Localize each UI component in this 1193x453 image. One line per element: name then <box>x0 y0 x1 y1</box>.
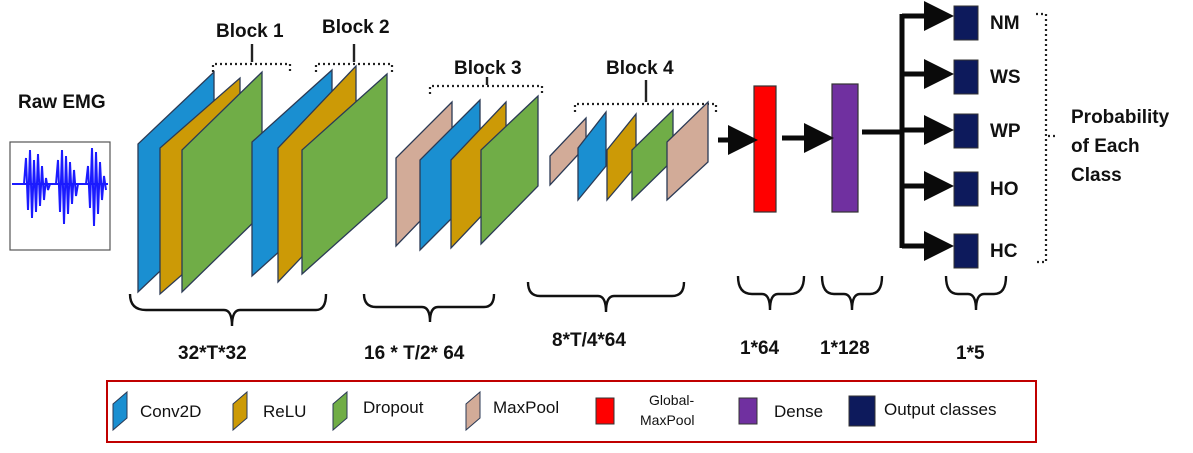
legend-relu-swatch <box>232 390 248 432</box>
class-hc-box <box>953 233 979 269</box>
block-1-dropout-layer <box>181 70 263 294</box>
global-maxpool-layer <box>753 85 777 213</box>
legend-dense-label: Dense <box>774 402 823 421</box>
block-2-layers <box>251 64 388 284</box>
class-ho-box <box>953 171 979 207</box>
dim-label-dense: 1*128 <box>820 338 870 359</box>
dense-layer <box>831 83 859 213</box>
block-4-bracket <box>573 102 718 112</box>
dim-label-block-4: 8*T/4*64 <box>552 330 626 351</box>
legend-conv2d-label: Conv2D <box>140 402 201 421</box>
emg-signal-image <box>9 141 111 251</box>
legend-relu-label: ReLU <box>263 402 306 421</box>
block-2-bracket <box>314 62 394 72</box>
legend: Conv2D ReLU Dropout MaxPool Global- MaxP… <box>106 380 1037 443</box>
block-4-dropout-layer <box>631 108 674 202</box>
dim-label-output: 1*5 <box>956 343 985 364</box>
class-wp-box <box>953 113 979 149</box>
class-ho-label: HO <box>990 179 1019 200</box>
dim-label-block-3: 16 * T/2* 64 <box>364 343 465 364</box>
probability-bracket <box>1036 12 1048 264</box>
brace-dense <box>820 275 884 311</box>
legend-border <box>106 380 1037 443</box>
block-1-label: Block 1 <box>216 21 284 42</box>
block-3-label: Block 3 <box>454 58 522 79</box>
legend-global-maxpool-label-1: Global- <box>649 392 694 408</box>
dimension-braces <box>128 275 1008 327</box>
block-1-layers <box>137 70 263 296</box>
block-4-layers <box>549 100 709 202</box>
dim-label-block-1-2: 32*T*32 <box>178 343 247 364</box>
block-4-label: Block 4 <box>606 58 674 79</box>
block-4-maxpool-1-layer <box>549 116 587 187</box>
block-4-relu-layer <box>606 112 637 202</box>
probability-label-line-3: Class <box>1071 165 1122 186</box>
output-class-boxes <box>953 5 979 269</box>
legend-dropout-swatch <box>332 390 348 432</box>
legend-dropout-label: Dropout <box>363 398 424 417</box>
block-brackets <box>211 62 718 112</box>
block-2-dropout-layer <box>301 72 388 276</box>
block-4-maxpool-2-layer <box>666 100 709 202</box>
class-wp-label: WP <box>990 121 1021 142</box>
brace-global-maxpool <box>736 275 806 311</box>
class-ws-label: WS <box>990 67 1021 88</box>
dim-label-global-maxpool: 1*64 <box>740 338 780 359</box>
block-3-dropout-layer <box>480 94 539 246</box>
legend-conv2d-swatch <box>112 390 128 432</box>
legend-output-label: Output classes <box>884 400 996 419</box>
brace-block-3 <box>362 293 496 323</box>
block-3-bracket <box>428 84 544 94</box>
legend-maxpool-swatch <box>465 390 481 432</box>
class-ws-box <box>953 59 979 95</box>
brace-output <box>944 275 1008 311</box>
block-4-conv2d-layer <box>577 110 607 202</box>
legend-output-swatch <box>848 395 876 427</box>
legend-global-maxpool-label-2: MaxPool <box>640 412 694 428</box>
class-nm-box <box>953 5 979 41</box>
flow-arrows <box>718 1 954 261</box>
class-nm-label: NM <box>990 13 1020 34</box>
brace-block-4 <box>526 281 686 313</box>
class-hc-label: HC <box>990 241 1018 262</box>
legend-dense-swatch <box>738 397 758 425</box>
block-2-label: Block 2 <box>322 17 390 38</box>
block-3-layers <box>395 94 539 252</box>
block-1-bracket <box>211 62 292 72</box>
raw-emg-label: Raw EMG <box>18 92 106 113</box>
probability-label-line-2: of Each <box>1071 136 1140 157</box>
brace-block-1-2 <box>128 293 328 327</box>
probability-label-line-1: Probability <box>1071 107 1170 128</box>
legend-global-maxpool-swatch <box>595 397 615 425</box>
legend-maxpool-label: MaxPool <box>493 398 559 417</box>
